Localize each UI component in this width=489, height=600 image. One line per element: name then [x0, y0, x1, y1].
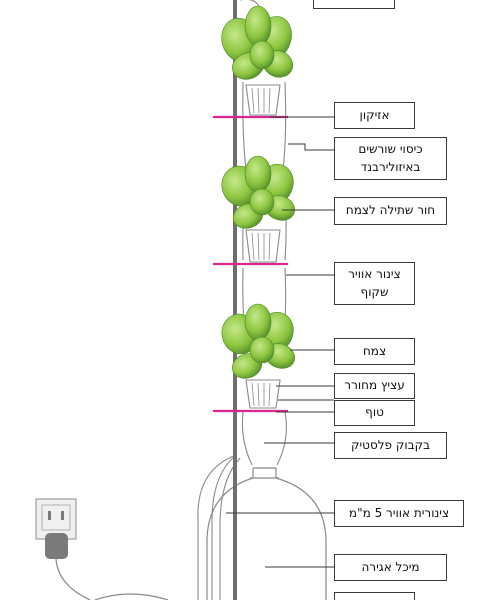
label-top-cut	[313, 0, 395, 9]
label-plant-hole: חור שתילה לצמח	[334, 197, 447, 225]
plant-top	[221, 5, 294, 80]
power-plug	[45, 533, 169, 600]
storage-tank	[206, 467, 327, 600]
plant-middle	[221, 155, 295, 229]
label-air-tube: צינור אוויר שקוף	[334, 262, 415, 305]
label-storage-tank: מיכל אגירה	[334, 554, 447, 581]
label-root-cover: כיסוי שורשים באיזולירבנד	[334, 137, 447, 180]
net-pot-slats	[251, 87, 271, 407]
wall-socket	[35, 498, 77, 540]
leader-lines	[226, 116, 334, 568]
label-net-pot: עציץ מחורר	[334, 373, 415, 399]
label-felt: טוף	[334, 400, 415, 426]
label-bottom-cut	[334, 592, 415, 600]
label-air-tubing: צינורית אוויר 5 מ"מ	[334, 500, 464, 527]
label-cable-tie: אזיקון	[334, 102, 415, 129]
label-plastic-bottle: בקבוק פלסטיק	[334, 432, 447, 459]
bottle-column	[241, 81, 287, 466]
plant-bottom	[221, 303, 295, 379]
label-plant: צמח	[334, 338, 415, 365]
